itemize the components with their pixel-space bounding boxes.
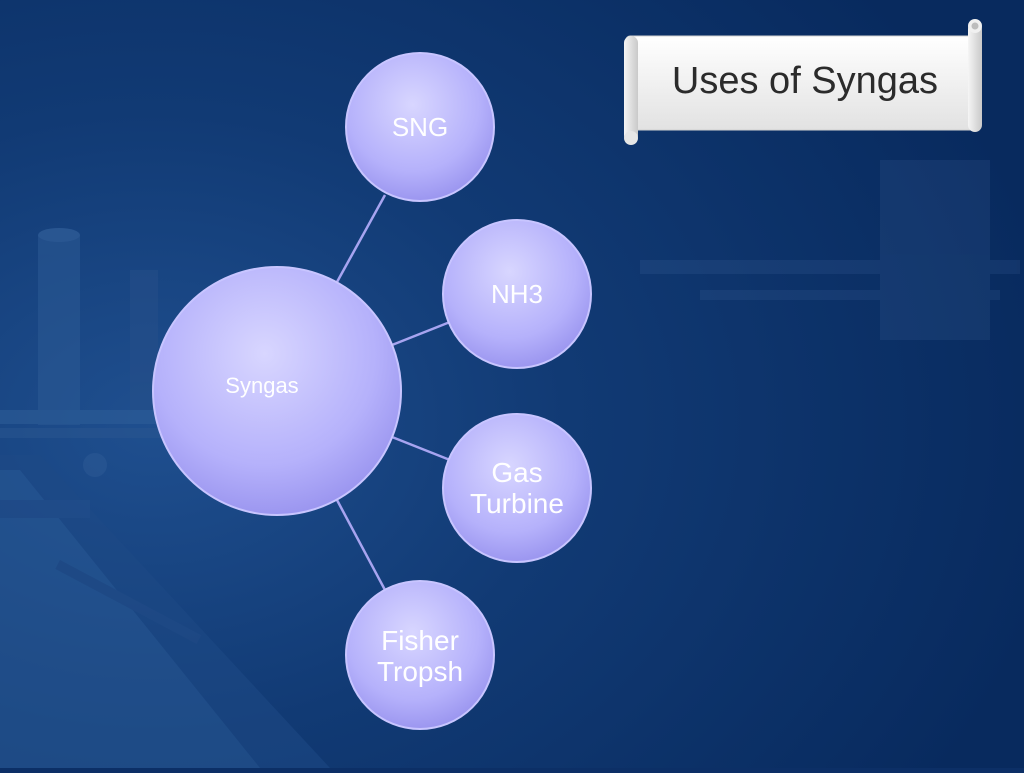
- connectors: [335, 194, 451, 591]
- page-title: Uses of Syngas: [671, 60, 939, 102]
- node-label-sng: SNG: [391, 112, 449, 142]
- industrial-background-image: [0, 228, 330, 768]
- node-label-nh3: NH3: [490, 279, 543, 309]
- sng-circle: [345, 52, 495, 202]
- background-texture: [640, 160, 1020, 340]
- node-label-syngas: Syngas: [225, 373, 299, 398]
- node-circles: [152, 52, 592, 730]
- connector-sng: [335, 194, 387, 283]
- gas-turbine-circle: [442, 413, 592, 563]
- title-banner: [624, 19, 982, 145]
- fisher-tropsh-circle: [345, 580, 495, 730]
- connector-nh3: [391, 320, 451, 347]
- syngas-circle: [152, 266, 402, 516]
- node-label-gas-turbine: Gas Turbine: [470, 457, 564, 520]
- connector-gas-turbine: [391, 435, 451, 462]
- node-label-fisher-tropsh: Fisher Tropsh: [376, 625, 464, 688]
- connector-fisher-tropsh: [335, 499, 387, 591]
- nh3-circle: [442, 219, 592, 369]
